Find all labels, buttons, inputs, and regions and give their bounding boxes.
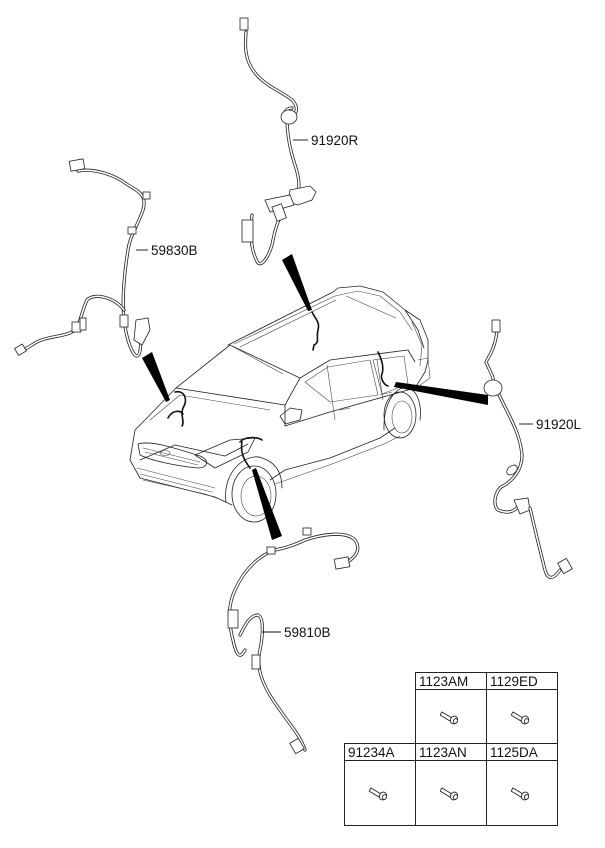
pointer-front-right — [252, 468, 282, 540]
callout-91920r: 91920R — [311, 133, 359, 148]
vehicle-illustration — [129, 285, 431, 523]
callout-59830b: 59830B — [151, 243, 198, 258]
table-cell-1123an — [415, 760, 487, 826]
table-header-1129ed: 1129ED — [486, 672, 558, 690]
bolt-icon — [440, 710, 459, 724]
table-cell-1123am — [415, 689, 487, 744]
sensor-91920l-illustration — [483, 319, 573, 580]
sensor-59810b-illustration — [227, 527, 360, 755]
callout-91920l: 91920L — [536, 417, 582, 432]
table-cell-1129ed — [486, 689, 558, 744]
pointer-rear-left — [394, 382, 488, 405]
bolt-icon — [369, 787, 388, 801]
sensor-59830b-illustration — [13, 158, 151, 358]
table-header-1125da: 1125DA — [486, 743, 558, 761]
pointer-rear-right — [282, 254, 312, 311]
table-header-91234a: 91234A — [344, 743, 416, 761]
bolt-icon — [511, 787, 530, 801]
sensor-91920r-illustration — [239, 17, 317, 266]
bolt-icon — [440, 787, 459, 801]
bolt-icon — [511, 710, 530, 724]
table-header-1123am: 1123AM — [415, 672, 487, 690]
harness-on-vehicle — [167, 311, 389, 469]
table-cell-1125da — [486, 760, 558, 826]
table-header-1123an: 1123AN — [415, 743, 487, 761]
callout-59810b: 59810B — [284, 625, 331, 640]
pointer-front-left — [142, 352, 170, 402]
callout-pointers — [142, 254, 488, 540]
table-cell-91234a — [344, 760, 416, 826]
